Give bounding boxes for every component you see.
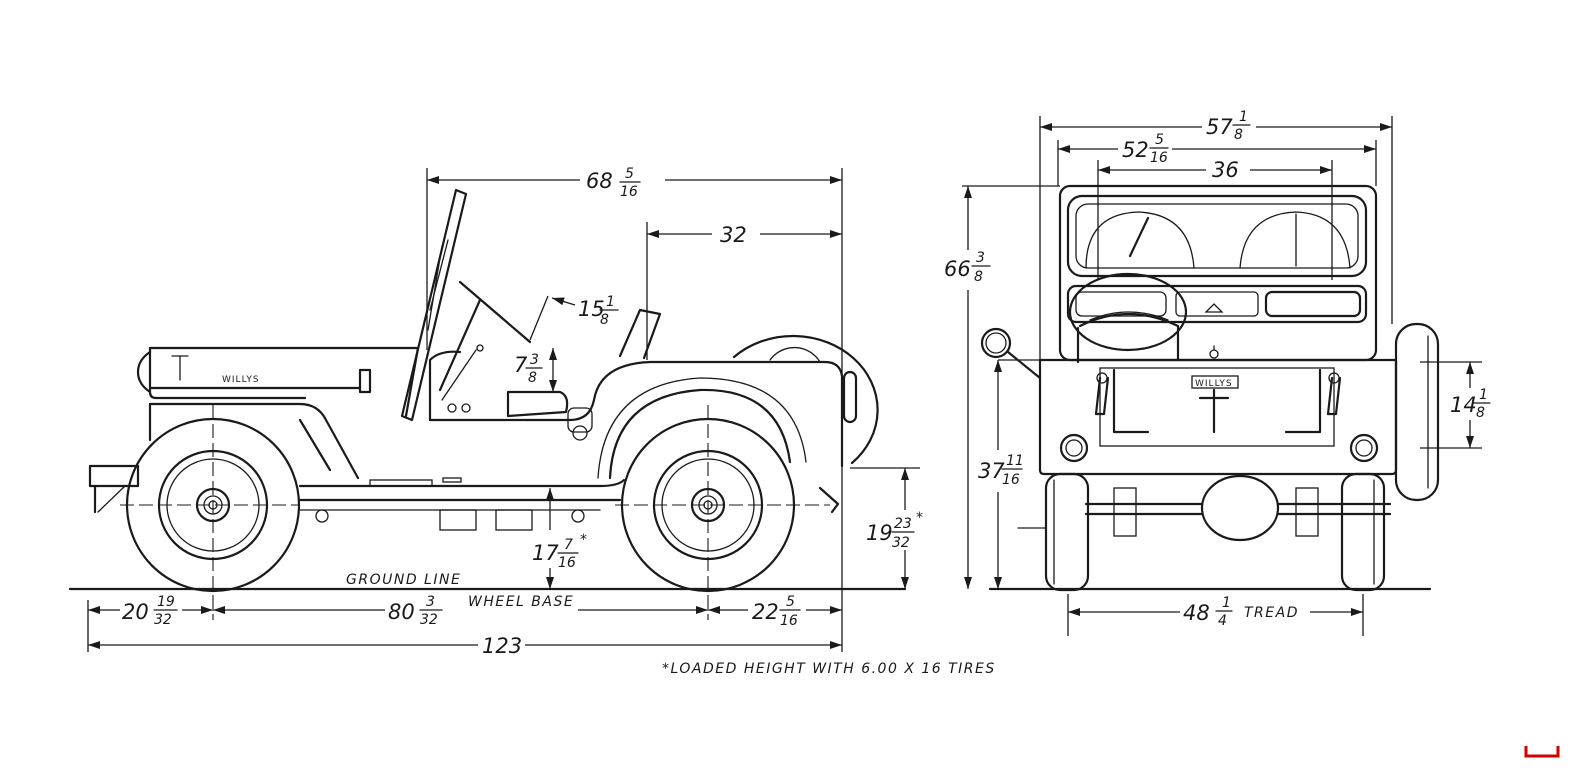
dim-14-den: 8 [1476,405,1485,421]
dim-7-num: 3 [530,352,539,368]
dim-17-den: 16 [558,555,576,571]
rear-badge: WILLYS [1195,379,1233,389]
dim-14-whole: 14 [1450,393,1477,417]
dim-36-value: 36 [1212,158,1239,182]
dim-37-whole: 37 [978,459,1005,483]
corner-mark-icon [1524,746,1560,758]
dim-15-den: 8 [600,312,609,328]
dim-37-den: 16 [1002,472,1020,488]
rear-axle [1017,474,1392,542]
spare-tire [732,334,879,465]
hood-details: WILLYS [171,355,372,394]
dim-32-value: 32 [720,223,747,247]
dim-20-num: 19 [157,594,175,610]
rear-body: WILLYS [1038,345,1398,476]
dim-22-den: 16 [780,613,798,629]
dim-7-whole: 7 [514,353,528,377]
dim-66-num: 3 [976,250,985,266]
dim-17-mark: * [580,532,587,548]
dim-57-num: 1 [1239,109,1248,125]
side-view: WILLYS 68 5 16 32 [68,166,923,658]
dim-32: 32 [646,222,842,360]
dim-68-5-16: 68 5 16 [426,166,843,470]
wheel-base-label: WHEEL BASE [468,594,574,610]
dim-17-7-16: 17 7 16 * [532,488,587,589]
dim-48-den: 4 [1218,613,1227,629]
dim-36: 36 [1097,158,1333,280]
dim-14-1-8: 14 1 8 [1420,361,1491,449]
dim-15-1-8: 15 1 8 [529,294,619,341]
dim-57-1-8: 57 1 8 [1039,109,1393,360]
rear-top-frame [1058,184,1378,362]
dim-7-den: 8 [528,370,537,386]
rear-steering-wheel [1068,272,1188,364]
dim-66-den: 8 [974,269,983,285]
ground-line-label: GROUND LINE [346,572,461,588]
dim-52-den: 16 [1150,150,1168,166]
dim-row-overhangs: 20 19 32 80 3 32 WHEEL BASE 22 5 16 [87,470,843,652]
dim-57-den: 8 [1234,127,1243,143]
dim-68-num: 5 [625,166,634,182]
dim-15-whole: 15 [578,297,605,321]
dim-66-3-8: 66 3 8 [944,185,1060,589]
dim-19-num: 23 [894,516,912,532]
jeep-body [88,308,858,531]
dim-14-num: 1 [1479,387,1488,403]
rear-view: WILLYS [944,109,1491,636]
dim-19-whole: 19 [866,521,893,545]
rear-dash [1066,284,1368,324]
dim-57-whole: 57 [1206,115,1233,139]
dim-80-num: 3 [426,594,435,610]
windshield [400,188,468,422]
dim-19-mark: * [916,510,923,526]
dim-123-value: 123 [482,634,522,658]
steering-wheel [438,280,532,413]
rear-mirror [980,327,1042,380]
dim-19-den: 32 [892,535,910,551]
dim-48-1-4-tread: 48 1 4 TREAD [1067,594,1364,636]
rear-spare-tire [1394,322,1440,502]
dim-52-num: 5 [1155,132,1164,148]
dim-48-whole: 48 [1183,601,1210,625]
dim-19-23-32: 19 23 32 * [850,467,923,589]
dim-22-whole: 22 [752,600,779,624]
dim-52-5-16: 52 5 16 [1057,132,1377,186]
dim-20-whole: 20 [122,600,149,624]
dim-15-num: 1 [606,294,615,310]
dim-7-3-8: 7 3 8 [514,348,557,392]
dim-80-whole: 80 [388,600,415,624]
dim-123: 123 [88,634,842,658]
dim-66-whole: 66 [944,257,971,281]
dim-68-whole: 68 [586,169,613,193]
dim-17-whole: 17 [532,541,559,565]
dim-37-num: 11 [1006,453,1024,469]
dim-68-den: 16 [620,184,638,200]
footnote: *LOADED HEIGHT WITH 6.00 X 16 TIRES [662,661,996,677]
rear-tires [1044,472,1386,592]
dim-48-num: 1 [1222,595,1231,611]
dim-37-11-16: 37 11 16 [978,359,1040,589]
dim-17-num: 7 [564,537,573,553]
tread-label: TREAD [1244,605,1299,621]
dim-20-den: 32 [154,612,172,628]
hood-badge: WILLYS [222,375,260,385]
dim-52-whole: 52 [1122,138,1149,162]
dim-80-den: 32 [420,612,438,628]
dim-22-num: 5 [786,594,795,610]
